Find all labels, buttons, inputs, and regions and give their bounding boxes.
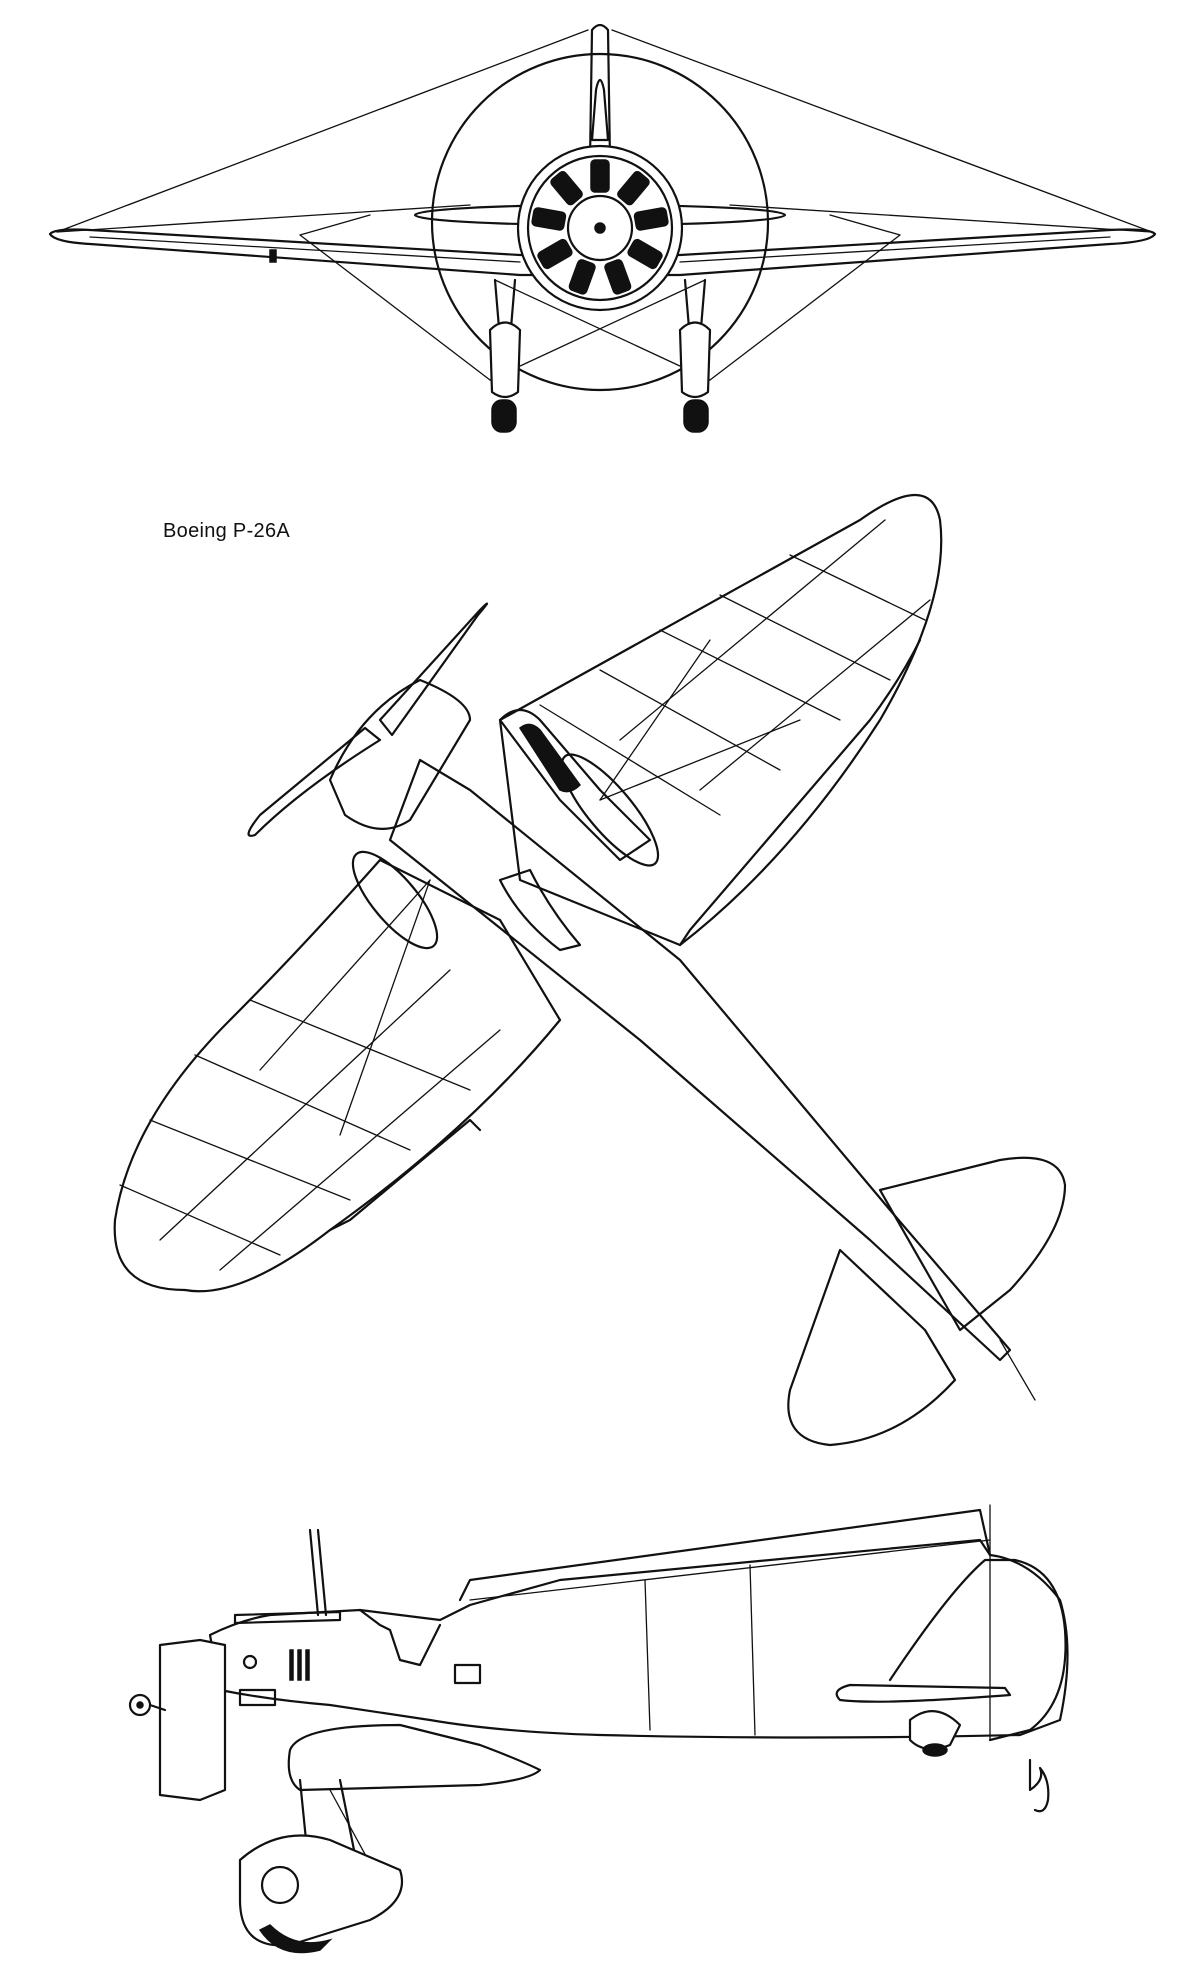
engine-cylinder — [627, 238, 663, 270]
plan-engine-cowling — [328, 678, 472, 830]
plan-propeller — [247, 602, 489, 837]
plan-view — [113, 494, 1067, 1447]
side-wheel-pant — [238, 1834, 404, 1947]
artist-monogram — [1028, 1758, 1050, 1813]
plan-bracing-wires — [259, 639, 801, 1136]
plan-cockpit — [498, 708, 652, 862]
engine-cylinder — [531, 207, 567, 231]
plan-left-wheel-pant — [351, 850, 439, 950]
front-view — [48, 23, 1157, 433]
engine-cylinder — [617, 171, 650, 206]
engine-cylinder — [550, 171, 583, 206]
side-view — [128, 1504, 1069, 1954]
bracing-wires — [56, 29, 1153, 381]
right-wing-ribs — [539, 519, 931, 947]
plan-fuselage — [388, 758, 1012, 1362]
front-wing — [48, 228, 1157, 277]
side-landing-gear — [238, 1778, 404, 1954]
plan-right-wheel-pant — [560, 753, 660, 867]
front-fin — [588, 23, 612, 162]
antenna-mast — [308, 1528, 320, 1617]
front-landing-gear — [488, 278, 712, 433]
engine-cylinder — [568, 259, 596, 295]
side-detail-marks — [238, 1649, 310, 1707]
propeller-disc — [430, 52, 770, 392]
side-gun-barrel — [233, 1610, 342, 1625]
side-vertical-fin — [888, 1558, 1067, 1742]
left-wing-ribs — [119, 969, 501, 1271]
engine-cylinder — [590, 159, 610, 193]
side-propeller-hub — [128, 1693, 167, 1717]
engine-cylinder — [537, 238, 573, 270]
aircraft-caption: Boeing P-26A — [163, 520, 291, 542]
left-wing-panel — [113, 858, 562, 1293]
side-stabilizer — [835, 1683, 1012, 1703]
side-engine-cowling — [158, 1638, 227, 1802]
plan-horizontal-tail — [878, 1156, 1067, 1332]
right-wing-panel — [498, 494, 943, 947]
engine-cylinders — [531, 159, 669, 295]
engine-cylinder — [604, 259, 632, 295]
side-tail-wheel — [908, 1710, 962, 1757]
engine-cylinder — [633, 207, 669, 231]
side-wing — [287, 1723, 542, 1792]
side-fuselage — [208, 1538, 1069, 1739]
